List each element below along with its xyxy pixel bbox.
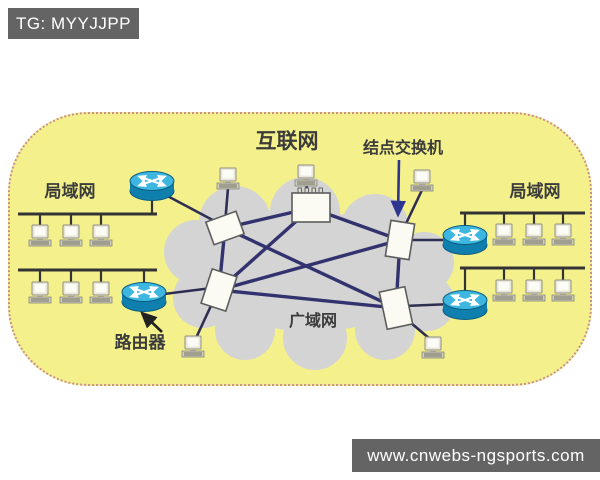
router-pointer-arrow (140, 311, 163, 333)
router-icon-right-top (443, 226, 487, 255)
computer-icon (89, 281, 113, 304)
router-label: 路由器 (115, 332, 167, 352)
watermark-top-left: TG: MYYJJPP (8, 8, 139, 39)
router-icon-right-bottom (443, 291, 487, 320)
lan-label-right: 局域网 (510, 181, 561, 201)
computer-icon (492, 223, 516, 246)
switch-node-top-center (291, 187, 331, 223)
internet-label: 互联网 (256, 130, 319, 153)
computer-icon (59, 281, 83, 304)
lan-label-left: 局域网 (45, 181, 96, 201)
watermark-bottom-right: www.cnwebs-ngsports.com (352, 439, 600, 472)
computer-icon (28, 224, 52, 247)
router-icon-left-bottom (122, 283, 166, 312)
router-icon-left-top (130, 172, 174, 201)
lan-bus-lines (18, 211, 585, 272)
computer-icon (551, 223, 575, 246)
computer-icon (294, 164, 318, 187)
computer-icon (181, 335, 205, 358)
computer-icon (89, 224, 113, 247)
node-switch-label: 结点交换机 (362, 138, 443, 157)
computer-icon (59, 224, 83, 247)
computer-icon (28, 281, 52, 304)
computer-icon (492, 279, 516, 302)
computer-icon (551, 279, 575, 302)
computer-icon (421, 336, 445, 359)
watermark-bottom-right-text: www.cnwebs-ngsports.com (367, 445, 585, 465)
node-switch-pointer-arrow (390, 159, 407, 218)
switch-nodes (200, 187, 416, 331)
computer-icon (216, 167, 240, 190)
switch-node-top-left (204, 210, 246, 246)
watermark-top-left-text: TG: MYYJJPP (15, 13, 132, 33)
computer-icon (410, 169, 434, 192)
switch-node-bottom-left (200, 267, 238, 313)
computer-icon (522, 279, 546, 302)
computer-icon (522, 223, 546, 246)
switch-node-right (384, 219, 416, 261)
wan-label: 广域网 (289, 311, 337, 330)
switch-node-bottom-right (378, 285, 414, 331)
